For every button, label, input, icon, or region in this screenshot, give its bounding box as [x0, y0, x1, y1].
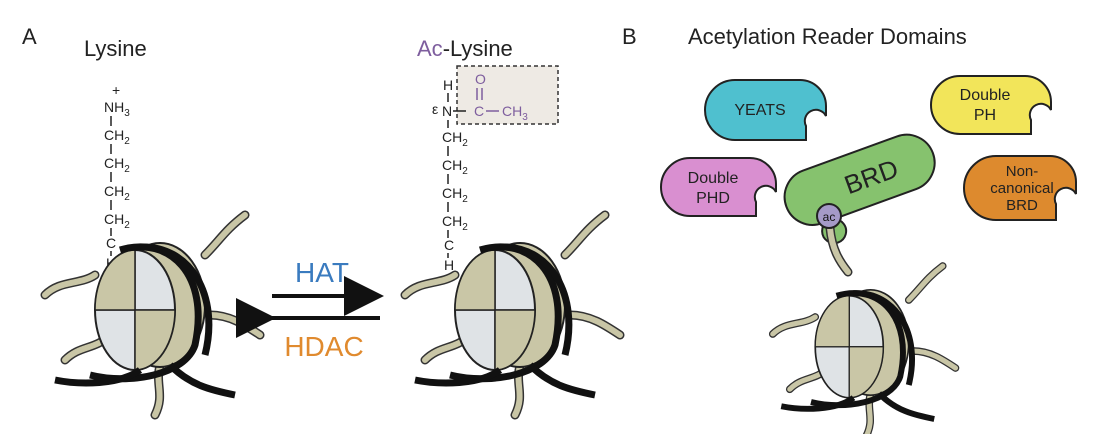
svg-text:CH2: CH2 — [104, 183, 130, 203]
svg-text:C: C — [474, 103, 484, 119]
hdac-label: HDAC — [284, 331, 363, 362]
nucleosome-left — [45, 215, 260, 415]
ac-bubble-label: ac — [823, 210, 836, 224]
panel-a-letter: A — [22, 24, 37, 49]
svg-text:N: N — [442, 103, 452, 119]
ac-prefix: Ac — [417, 36, 443, 61]
svg-text:CH2: CH2 — [104, 155, 130, 175]
domain-double-ph: Double PH — [930, 75, 1052, 135]
svg-text:O: O — [475, 71, 486, 87]
lysine-suffix: -Lysine — [443, 36, 513, 61]
svg-text:CH3: CH3 — [502, 103, 528, 123]
domain-brd: BRD — [783, 133, 936, 245]
lysine-label: Lysine — [84, 36, 147, 61]
svg-text:Double: Double — [960, 87, 1011, 104]
svg-text:H: H — [444, 257, 454, 273]
svg-text:H: H — [443, 77, 453, 93]
domain-double-phd: Double PHD — [660, 157, 777, 217]
svg-text:CH2: CH2 — [442, 129, 468, 149]
svg-text:ε: ε — [432, 101, 438, 117]
domain-yeats: YEATS — [704, 79, 827, 141]
svg-text:BRD: BRD — [1006, 197, 1038, 214]
lysine-structure: + NH3 CH2 CH2 CH2 CH2 C H — [104, 82, 130, 271]
ac-lysine-label: Ac-Lysine — [417, 36, 513, 61]
svg-text:PH: PH — [974, 107, 996, 124]
ac-lysine-structure: H ε N O C CH3 CH2 CH2 CH2 CH2 C H — [432, 65, 559, 273]
nucleosome-panel-b — [773, 266, 956, 434]
svg-text:PHD: PHD — [696, 190, 730, 207]
svg-text:NH3: NH3 — [104, 99, 130, 119]
svg-text:C: C — [444, 237, 454, 253]
panel-b-letter: B — [622, 24, 637, 49]
svg-text:CH2: CH2 — [442, 157, 468, 177]
svg-text:C: C — [106, 235, 116, 251]
acetyl-group — [816, 203, 842, 229]
svg-text:Double: Double — [688, 170, 739, 187]
svg-text:+: + — [112, 82, 120, 98]
svg-text:Non-: Non- — [1006, 163, 1039, 180]
panel-b-title: Acetylation Reader Domains — [688, 24, 967, 49]
svg-text:CH2: CH2 — [442, 213, 468, 233]
svg-text:canonical: canonical — [990, 180, 1053, 197]
svg-text:CH2: CH2 — [442, 185, 468, 205]
svg-text:CH2: CH2 — [104, 211, 130, 231]
svg-text:CH2: CH2 — [104, 127, 130, 147]
domain-noncanonical-brd: Non- canonical BRD — [963, 155, 1077, 221]
svg-text:YEATS: YEATS — [734, 102, 785, 119]
hat-label: HAT — [295, 257, 349, 288]
nucleosome-right — [405, 215, 620, 415]
